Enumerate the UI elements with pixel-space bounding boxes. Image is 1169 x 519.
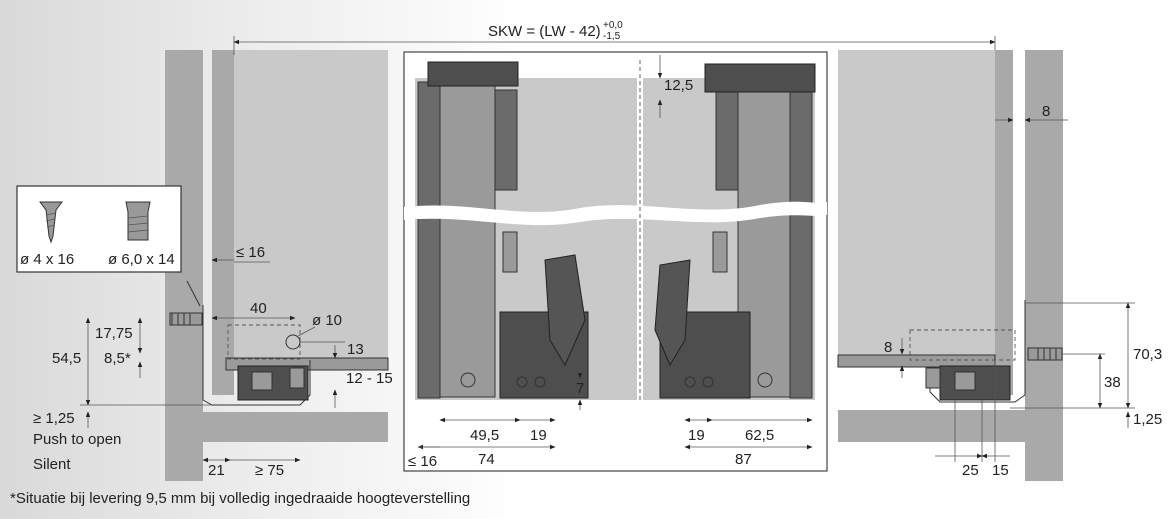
dim-40: 40: [250, 300, 267, 317]
dim-7: 7: [576, 380, 584, 397]
dim-8-mid: 8: [884, 339, 892, 356]
dim-38: 38: [1104, 374, 1121, 391]
left-runner-profile: [202, 305, 311, 406]
screw-legend-box: [16, 185, 182, 273]
right-tip-on-flap: [654, 259, 691, 367]
left-tip-on-flap: [544, 254, 586, 367]
left-lock-lever: [289, 367, 305, 389]
right-fixing-screw: [1027, 347, 1063, 361]
left-cabinet-section: ø 4 x 16 ø 6,0 x 14 ≤ 16 40 ø 10 13 12 -…: [16, 50, 393, 481]
left-cabinet-bottom-panel: [203, 412, 388, 442]
right-drawer-bottom: [837, 354, 996, 368]
right-lock-clip: [954, 371, 976, 391]
footnote: *Situatie bij levering 9,5 mm bij volled…: [10, 490, 470, 507]
left-runner-upper: [494, 89, 518, 191]
left-lock-clip: [251, 371, 273, 391]
right-cabinet-bottom-panel: [838, 410, 1025, 442]
right-cabinet-side-panel: [1025, 50, 1063, 481]
left-drawer-side-wall: [212, 50, 234, 395]
left-fixing-screw: [169, 312, 203, 326]
right-drawer-front-area: [838, 50, 995, 355]
dim-8-5: 8,5*: [104, 350, 131, 367]
dim-19-right: 19: [688, 427, 705, 444]
dim-le16-bottom: ≤ 16: [408, 453, 437, 470]
left-runner-body: [439, 84, 496, 398]
dim-19-left: 19: [530, 427, 547, 444]
dim-12-5: 12,5: [664, 77, 693, 94]
break-line: [404, 201, 827, 226]
dim-62-5: 62,5: [745, 427, 774, 444]
dim-21: 21: [208, 462, 225, 479]
screw-small-label: ø 4 x 16: [20, 251, 74, 268]
dim-49-5: 49,5: [470, 427, 499, 444]
dim-54-5: 54,5: [52, 350, 81, 367]
label-push-to-open: Push to open: [33, 431, 121, 448]
left-spring-block: [502, 231, 518, 273]
screw-large-icon: [125, 201, 151, 241]
label-silent: Silent: [33, 456, 71, 473]
dim-13: 13: [347, 341, 364, 358]
dim-25: 25: [962, 462, 979, 479]
right-runner-top-cap: [704, 63, 816, 93]
right-rear-hook-outline: [909, 329, 1016, 361]
dim-74: 74: [478, 451, 495, 468]
screw-small-icon: [39, 201, 63, 244]
left-runner-rail: [417, 81, 441, 399]
right-spring-block: [712, 231, 728, 273]
right-cabinet-section: 8 8 70,3 38 1,25 25 15: [837, 50, 1162, 481]
dim-skw-tol-upper: +0,0: [603, 20, 623, 31]
dim-ge1-25: ≥ 1,25: [33, 410, 75, 427]
left-drawer-front-area: [212, 50, 388, 358]
dim-phi10: ø 10: [312, 312, 342, 329]
dim-8-top: 8: [1042, 103, 1050, 120]
dim-17-75: 17,75: [95, 325, 133, 342]
right-lock-lever: [925, 367, 941, 389]
dim-ge75: ≥ 75: [255, 462, 284, 479]
dim-1-25: 1,25: [1133, 411, 1162, 428]
dim-skw-tol-lower: -1,5: [603, 31, 621, 42]
left-screw-leader: [186, 280, 201, 307]
dim-15: 15: [992, 462, 1009, 479]
left-runner-top-cap: [427, 61, 519, 87]
right-drawer-side-wall: [995, 50, 1013, 395]
screw-large-label: ø 6,0 x 14: [108, 251, 175, 268]
dim-le16-top: ≤ 16: [236, 244, 265, 261]
dim-70-3: 70,3: [1133, 346, 1162, 363]
center-detail-frame: 12,5 7 49,5 19 74 ≤ 16 19 62,5 87: [403, 51, 828, 472]
skw-dimension: SKW = (LW - 42) +0,0 -1,5: [233, 20, 996, 55]
dim-12-15: 12 - 15: [346, 370, 393, 387]
dim-skw: SKW = (LW - 42): [488, 23, 601, 40]
left-rear-hook-outline: [227, 324, 301, 360]
right-runner-rail: [789, 81, 813, 399]
dim-87: 87: [735, 451, 752, 468]
right-runner-upper: [715, 89, 739, 191]
